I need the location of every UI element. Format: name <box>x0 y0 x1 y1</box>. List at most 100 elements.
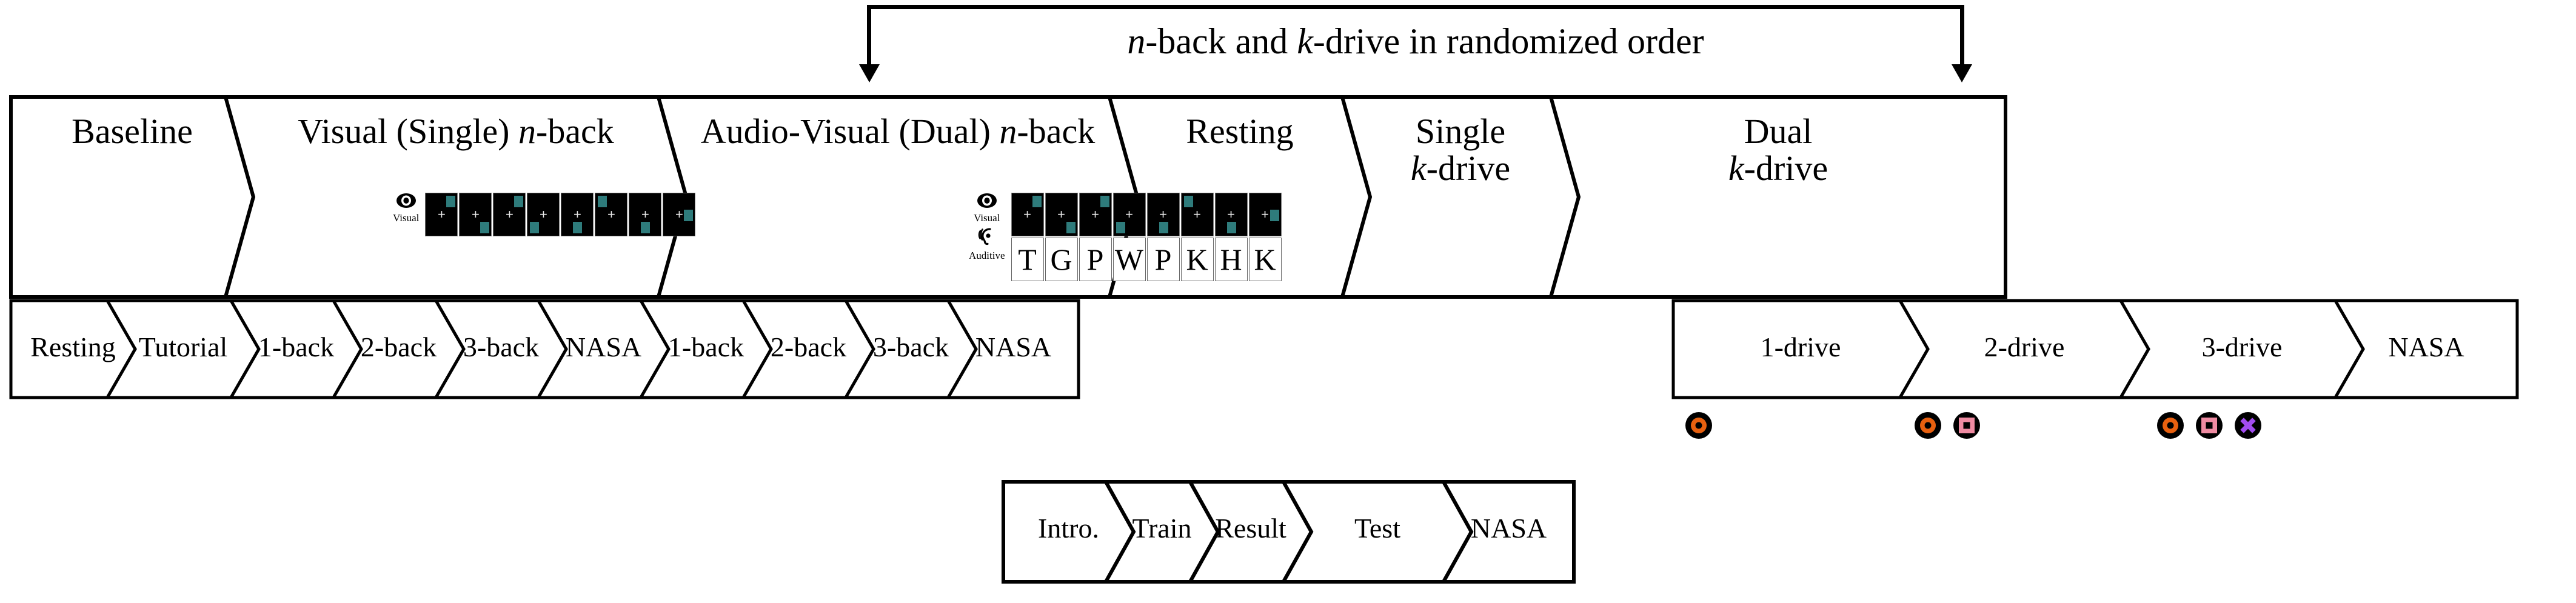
modality-column: Visual <box>393 193 419 224</box>
ear-icon <box>977 225 997 249</box>
fixation-cross-icon: + <box>1159 207 1167 222</box>
auditive-stimulus-letter: G <box>1045 238 1078 281</box>
single-nback-stimulus-strip: Visual++++++++ <box>393 193 697 236</box>
block-2-drive[interactable]: 2-drive <box>1900 301 2149 398</box>
visual-stimulus-frame: + <box>595 193 628 236</box>
stimulus-square <box>1116 222 1125 233</box>
fixation-cross-icon: + <box>1091 207 1099 222</box>
modality-label: Visual <box>974 212 1000 224</box>
fixation-cross-icon: + <box>675 207 683 222</box>
auditive-stimulus-letter: W <box>1112 238 1146 281</box>
chevron-shape <box>2121 301 2363 398</box>
chevron-shape <box>11 97 253 297</box>
fixation-cross-icon: + <box>1057 207 1065 222</box>
fixation-cross-icon: + <box>607 207 615 222</box>
block-1-drive[interactable]: 1-drive <box>1673 301 1928 398</box>
randomized-order-bracket: n-back and k-drive in randomized order <box>859 5 1972 96</box>
stimulus-square <box>1100 196 1109 207</box>
stimulus-square <box>684 210 694 221</box>
drive-icons-1-drive <box>1685 412 1724 439</box>
circle-target-icon <box>2157 412 2184 439</box>
visual-stimulus-frame: + <box>1045 193 1078 236</box>
visual-frame-sequence: ++++++++ <box>425 193 697 236</box>
auditive-stimulus-letter: K <box>1248 238 1282 281</box>
bracket-label: n-back and k-drive in randomized order <box>867 23 1964 59</box>
stimulus-square <box>1066 222 1076 233</box>
modality-column: Visual <box>969 193 1005 224</box>
drive-icons-3-drive <box>2157 412 2273 439</box>
fixation-cross-icon: + <box>539 207 547 222</box>
bracket-left-leg <box>867 5 871 65</box>
detail-row: Intro. Train Result Test NASA <box>1003 482 1574 582</box>
modality-column: Auditive <box>969 225 1005 262</box>
block-nasa-dual[interactable]: NASA <box>948 301 1079 398</box>
bracket-left-arrowhead-icon <box>859 64 880 82</box>
visual-stimulus-frame: + <box>1248 193 1282 236</box>
eye-icon-glyph <box>396 193 416 208</box>
square-target-icon <box>2196 412 2223 439</box>
fixation-cross-icon: + <box>505 207 514 222</box>
visual-frame-sequence: + + + + + + + + <box>1011 193 1283 236</box>
stimulus-square <box>598 196 607 207</box>
drive-icons-2-drive <box>1915 412 1992 439</box>
fixation-cross-icon: + <box>1261 207 1269 222</box>
fixation-cross-icon: + <box>1023 207 1031 222</box>
bracket-top-line <box>867 5 1964 9</box>
bracket-label-k: k <box>1297 21 1313 61</box>
visual-stimulus-frame: + <box>1112 193 1146 236</box>
visual-stimulus-frame: + <box>1079 193 1112 236</box>
visual-stimulus-frame: + <box>629 193 662 236</box>
bracket-label-mid1: -back and <box>1145 21 1297 61</box>
visual-stimulus-frame: + <box>425 193 458 236</box>
visual-stimulus-frame: + <box>527 193 560 236</box>
fixation-cross-icon: + <box>1193 207 1201 222</box>
auditive-stimulus-letter: T <box>1011 238 1044 281</box>
eye-icon <box>977 193 997 212</box>
phase-baseline[interactable]: Baseline <box>11 97 253 297</box>
fixation-cross-icon: + <box>1125 207 1133 222</box>
stimulus-square <box>1226 222 1236 233</box>
chevron-shape <box>1444 482 1574 582</box>
eye-icon-glyph <box>977 193 997 208</box>
block-nasa-drive[interactable]: NASA <box>2335 301 2517 398</box>
detail-nasa[interactable]: NASA <box>1444 482 1574 582</box>
auditive-stimulus-letter: K <box>1180 238 1214 281</box>
circle-target-icon <box>1915 412 1941 439</box>
visual-stimulus-frame: + <box>1180 193 1214 236</box>
bracket-right-arrowhead-icon <box>1952 64 1972 82</box>
stimulus-square <box>530 222 540 233</box>
chevron-shape <box>1551 97 2006 297</box>
modality-label: Visual <box>393 212 420 224</box>
bracket-right-leg <box>1960 5 1964 65</box>
block-3-drive[interactable]: 3-drive <box>2121 301 2363 398</box>
eye-icon <box>396 193 417 212</box>
block-row-left: Resting Tutorial 1-back 2-back 3-back NA… <box>11 301 1079 398</box>
chevron-shape <box>948 301 1079 398</box>
visual-stimulus-frame: + <box>663 193 696 236</box>
auditive-stimulus-letter: H <box>1214 238 1248 281</box>
fixation-cross-icon: + <box>1227 207 1235 222</box>
ear-icon-glyph <box>978 228 991 245</box>
chevron-shape <box>2335 301 2517 398</box>
stimulus-square <box>1159 222 1168 233</box>
visual-stimulus-frame: + <box>561 193 594 236</box>
visual-stimulus-frame: + <box>1011 193 1044 236</box>
fixation-cross-icon: + <box>641 207 649 222</box>
visual-stimulus-frame: + <box>459 193 492 236</box>
stimulus-square <box>573 222 583 233</box>
stimulus-square <box>514 196 524 207</box>
square-target-icon <box>1953 412 1980 439</box>
bracket-label-mid2: -drive in randomized order <box>1313 21 1704 61</box>
modality-label: Auditive <box>969 249 1005 261</box>
auditive-stimulus-letter: P <box>1146 238 1180 281</box>
bracket-label-n: n <box>1127 21 1146 61</box>
stimulus-square <box>1032 196 1042 207</box>
stimulus-square <box>446 196 456 207</box>
chevron-shape <box>1342 97 1579 297</box>
fixation-cross-icon: + <box>573 207 581 222</box>
